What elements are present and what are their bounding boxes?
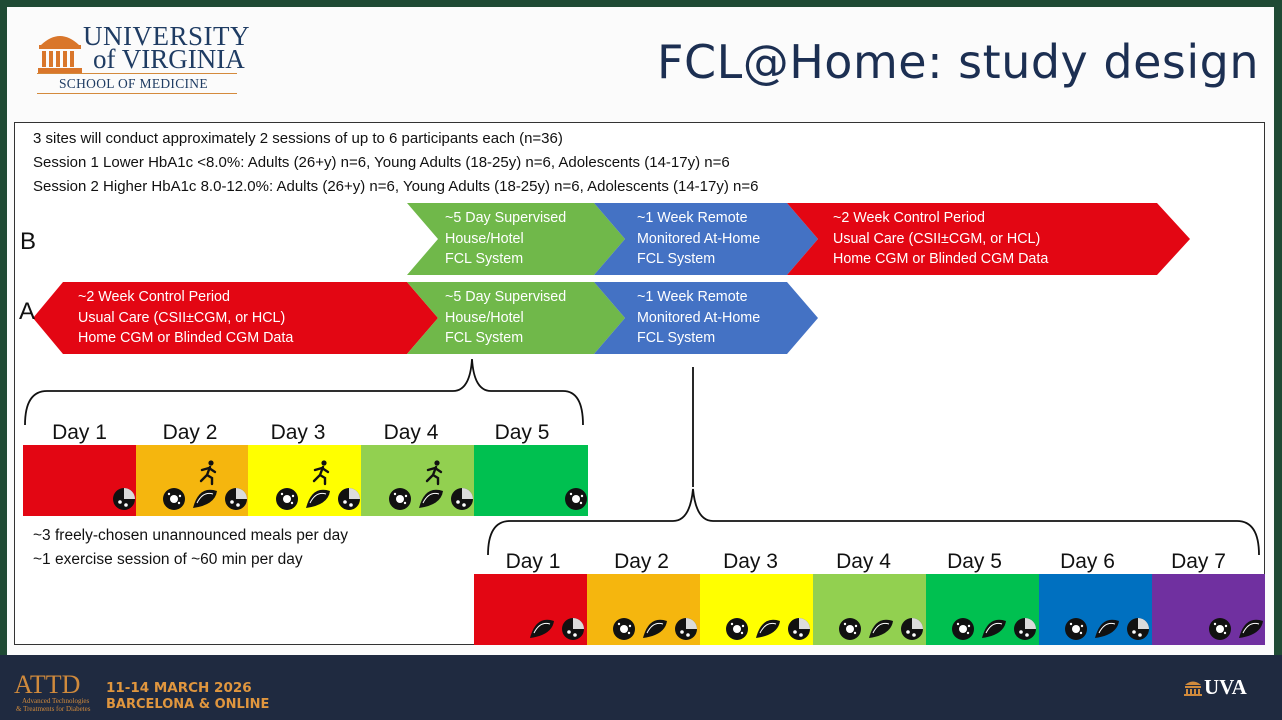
pizza-icon xyxy=(338,488,360,510)
arm-arrows xyxy=(23,203,1265,645)
taco-icon xyxy=(530,619,554,638)
pizza-icon xyxy=(788,618,810,640)
taco-icon xyxy=(1095,619,1119,638)
info-line-sites: 3 sites will conduct approximately 2 ses… xyxy=(33,130,563,147)
arm-b-remote-text: ~1 Week Remote Monitored At-Home FCL Sys… xyxy=(637,210,761,267)
arm-a-remote-text: ~1 Week Remote Monitored At-Home FCL Sys… xyxy=(637,289,761,346)
arm-a-label: A xyxy=(19,298,36,325)
donut-icon xyxy=(613,618,635,640)
pizza-icon xyxy=(225,488,247,510)
running-person-icon xyxy=(199,460,217,486)
sup-day-label-4: Day 4 xyxy=(383,421,439,444)
arm-b-remote-arrow xyxy=(594,203,818,275)
running-person-icon xyxy=(312,460,330,486)
sup-day-label-1: Day 1 xyxy=(52,421,107,444)
pizza-icon xyxy=(901,618,923,640)
donut-icon xyxy=(276,488,298,510)
slide: UNIVERSITY of VIRGINIA SCHOOL OF MEDICIN… xyxy=(7,7,1274,655)
note-exercise: ~1 exercise session of ~60 min per day xyxy=(33,551,303,568)
slide-title: FCL@Home: study design xyxy=(657,35,1259,89)
logo-school: SCHOOL OF MEDICINE xyxy=(59,76,208,91)
donut-icon xyxy=(1209,618,1231,640)
arm-a-supervised-text: ~5 Day Supervised House/Hotel FCL System xyxy=(445,289,567,346)
attd-logo-text: ATTD xyxy=(14,670,80,699)
donut-icon xyxy=(952,618,974,640)
taco-icon xyxy=(193,489,217,508)
donut-icon xyxy=(726,618,748,640)
attd-tagline-2: & Treatments for Diabetes xyxy=(16,705,91,713)
donut-icon xyxy=(1065,618,1087,640)
taco-icon xyxy=(869,619,893,638)
taco-icon xyxy=(1239,619,1263,638)
conference-place: BARCELONA & ONLINE xyxy=(106,697,270,712)
arm-a-supervised-arrow xyxy=(407,282,625,354)
arm-a-control-text: ~2 Week Control Period Usual Care (CSII±… xyxy=(78,289,294,346)
taco-icon xyxy=(756,619,780,638)
donut-icon xyxy=(389,488,411,510)
running-person-icon xyxy=(425,460,443,486)
supervised-brace xyxy=(24,358,584,426)
arm-b-control-text: ~2 Week Control Period Usual Care (CSII±… xyxy=(833,210,1049,267)
donut-icon xyxy=(565,488,587,510)
remote-day-blocks xyxy=(474,574,1265,645)
pizza-icon xyxy=(1127,618,1149,640)
note-meals: ~3 freely-chosen unannounced meals per d… xyxy=(33,527,348,544)
rem-day-label-1: Day 1 xyxy=(505,550,561,573)
logo-virginia: of VIRGINIA xyxy=(93,44,245,74)
donut-icon xyxy=(163,488,185,510)
pizza-icon xyxy=(113,488,135,510)
pizza-icon xyxy=(675,618,697,640)
pizza-icon xyxy=(1014,618,1036,640)
sup-day-label-3: Day 3 xyxy=(270,421,326,444)
taco-icon xyxy=(643,619,667,638)
rem-day-label-5: Day 5 xyxy=(947,550,1002,573)
attd-logo: ATTD Advanced Technologies & Treatments … xyxy=(14,670,91,713)
arm-a-control-arrow xyxy=(33,282,438,354)
rem-day-label-3: Day 3 xyxy=(723,550,778,573)
info-line-session2: Session 2 Higher HbA1c 8.0-12.0%: Adults… xyxy=(33,178,759,195)
donut-icon xyxy=(839,618,861,640)
sup-day-label-5: Day 5 xyxy=(494,421,550,444)
supervised-day-blocks xyxy=(23,445,588,516)
logo-divider-bottom xyxy=(37,93,237,94)
rem-day-label-7: Day 7 xyxy=(1171,550,1226,573)
attd-tagline-1: Advanced Technologies xyxy=(22,697,89,705)
arm-b-control-arrow xyxy=(787,203,1190,275)
taco-icon xyxy=(982,619,1006,638)
footer-bar: ATTD Advanced Technologies & Treatments … xyxy=(0,655,1282,720)
remote-brace xyxy=(487,488,1260,556)
arm-b-label: B xyxy=(20,228,37,255)
taco-icon xyxy=(306,489,330,508)
uva-footer-logo: UVA xyxy=(1204,675,1247,699)
arm-b-supervised-text: ~5 Day Supervised House/Hotel FCL System xyxy=(445,210,567,267)
sup-day-label-2: Day 2 xyxy=(162,421,218,444)
pizza-icon xyxy=(451,488,473,510)
taco-icon xyxy=(419,489,443,508)
info-line-session1: Session 1 Lower HbA1c <8.0%: Adults (26+… xyxy=(33,154,730,171)
pizza-icon xyxy=(562,618,584,640)
rem-day-label-6: Day 6 xyxy=(1060,550,1115,573)
arm-a-remote-arrow xyxy=(594,282,818,354)
rem-day-label-4: Day 4 xyxy=(836,550,891,573)
arm-b-supervised-arrow xyxy=(407,203,625,275)
rotunda-small-icon xyxy=(1184,681,1202,696)
rotunda-icon xyxy=(38,36,82,73)
rem-day-label-2: Day 2 xyxy=(614,550,669,573)
logo-university: UNIVERSITY xyxy=(83,21,250,51)
logo-divider xyxy=(37,73,237,74)
conference-dates: 11-14 MARCH 2026 xyxy=(106,680,252,696)
